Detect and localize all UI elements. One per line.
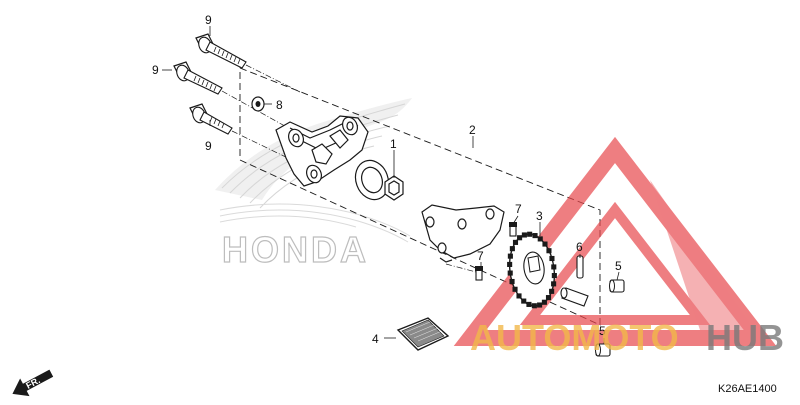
honda-brand-watermark: HONDA [222, 229, 369, 270]
oil-pump-cover-plate [421, 204, 505, 263]
callout-3: 3 [536, 209, 543, 223]
svg-text:AUTOMOTO: AUTOMOTO [470, 317, 679, 358]
svg-text:HUB: HUB [706, 317, 784, 358]
gear-tooth [516, 293, 522, 299]
callout-5-lower: 5 [599, 324, 606, 338]
gear-tooth [521, 298, 527, 304]
gear-tooth [546, 248, 552, 254]
gear-tooth [509, 246, 515, 252]
callout-9-top: 9 [205, 13, 212, 27]
leader-lines [162, 26, 620, 344]
gear-tooth [541, 299, 547, 305]
gear-tooth [512, 239, 519, 245]
gear-tooth [521, 232, 527, 238]
gear-tooth [537, 302, 543, 308]
gear-tooth [512, 286, 518, 292]
oil-pump-driven-gear-3 [507, 231, 557, 309]
shaft-pin [560, 287, 589, 307]
callout-9-bottom: 9 [205, 139, 212, 153]
callout-1: 1 [390, 137, 397, 151]
oil-strainer-screen-4 [396, 317, 450, 351]
gear-tooth [549, 288, 555, 294]
callout-8: 8 [276, 98, 283, 112]
screw-7-lower [475, 266, 483, 281]
gear-tooth [549, 255, 555, 262]
bolt-9-bottom [189, 103, 233, 135]
gear-tooth [507, 270, 513, 276]
bolt-9-top [195, 33, 247, 69]
front-direction-arrow: FR. [12, 369, 54, 397]
callout-5-upper: 5 [615, 259, 622, 273]
gear-tooth [517, 235, 523, 241]
dowel-5-upper [609, 279, 625, 293]
dowel-pin-6 [576, 255, 584, 279]
gear-tooth [526, 301, 532, 307]
gear-tooth [509, 278, 515, 285]
oil-pump-body [275, 115, 369, 187]
gear-tooth [507, 253, 513, 259]
oil-pump-rotor-set-1 [354, 159, 404, 201]
dowel-5-lower [595, 343, 611, 357]
callout-7-lower: 7 [477, 249, 484, 263]
gear-tooth [531, 303, 537, 309]
gear-tooth [527, 231, 533, 237]
callout-2: 2 [469, 123, 476, 137]
oil-seal-8 [251, 96, 265, 112]
callout-4: 4 [372, 332, 379, 346]
gear-tooth [537, 236, 543, 242]
gear-tooth [532, 233, 538, 239]
gear-tooth [542, 241, 548, 247]
gear-tooth [551, 281, 557, 287]
gear-tooth [507, 261, 513, 267]
gear-tooth [551, 264, 557, 270]
screw-7-upper [509, 222, 517, 237]
gear-tooth [545, 295, 552, 301]
bolt-9-middle [173, 61, 223, 95]
callout-6: 6 [576, 240, 583, 254]
callout-9-middle: 9 [152, 63, 159, 77]
automotohub-watermark: AUTOMOTO HUB [470, 317, 784, 358]
callout-7-upper: 7 [515, 202, 522, 216]
diagram-code: K26AE1400 [718, 383, 777, 395]
gear-tooth [551, 273, 557, 279]
bolt-centerlines [221, 64, 301, 161]
